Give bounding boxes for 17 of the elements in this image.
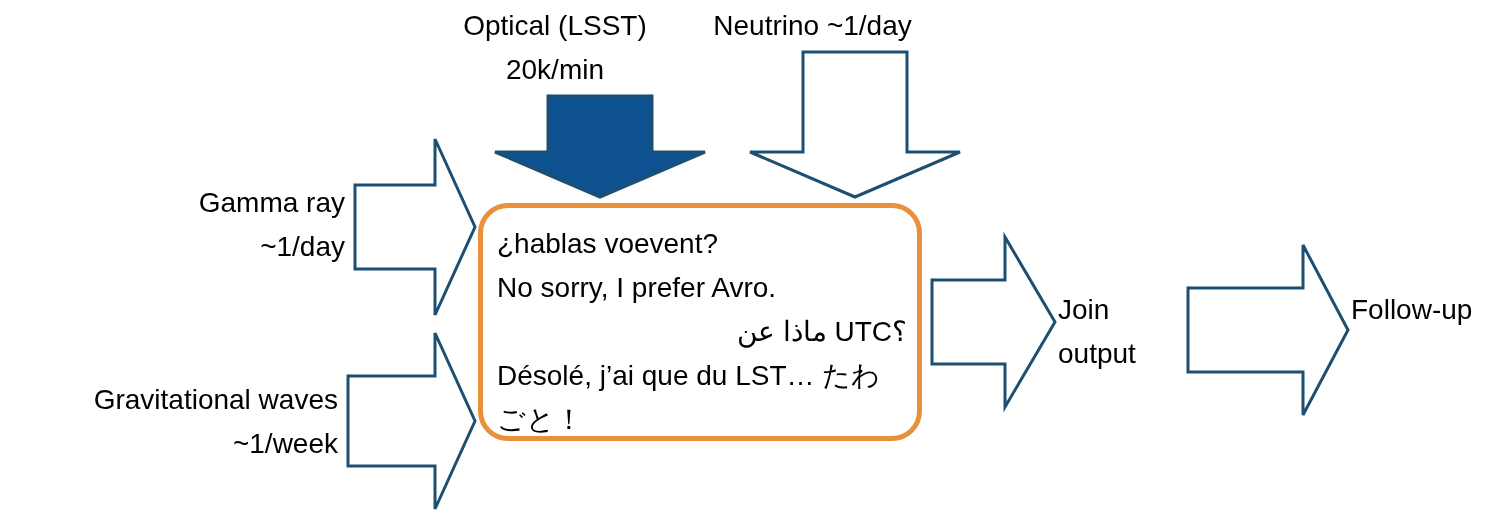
dialogue-text: ¿hablas voevent?	[497, 227, 720, 261]
source-label: Optical (LSST) 20k/min	[430, 4, 680, 92]
dialogue-text: ماذا عن UTC؟	[735, 315, 907, 350]
source-label: Gamma ray ~1/day	[120, 181, 345, 269]
dialogue-text: Désolé, j’ai que du LST… たわごと！	[497, 359, 882, 437]
block-arrow	[353, 137, 477, 317]
source-label: Join output	[1058, 288, 1178, 376]
block-arrow	[346, 331, 477, 511]
block-arrow	[930, 231, 1057, 413]
message-box	[478, 203, 922, 441]
source-label: Neutrino ~1/day	[705, 4, 920, 48]
block-arrow	[493, 94, 707, 199]
dialogue-text: No sorry, I prefer Avro.	[497, 271, 778, 305]
source-label: Gravitational waves ~1/week	[0, 378, 338, 466]
block-arrow	[1186, 243, 1350, 417]
source-label: Follow-up	[1351, 288, 1491, 332]
block-arrow	[748, 50, 962, 199]
